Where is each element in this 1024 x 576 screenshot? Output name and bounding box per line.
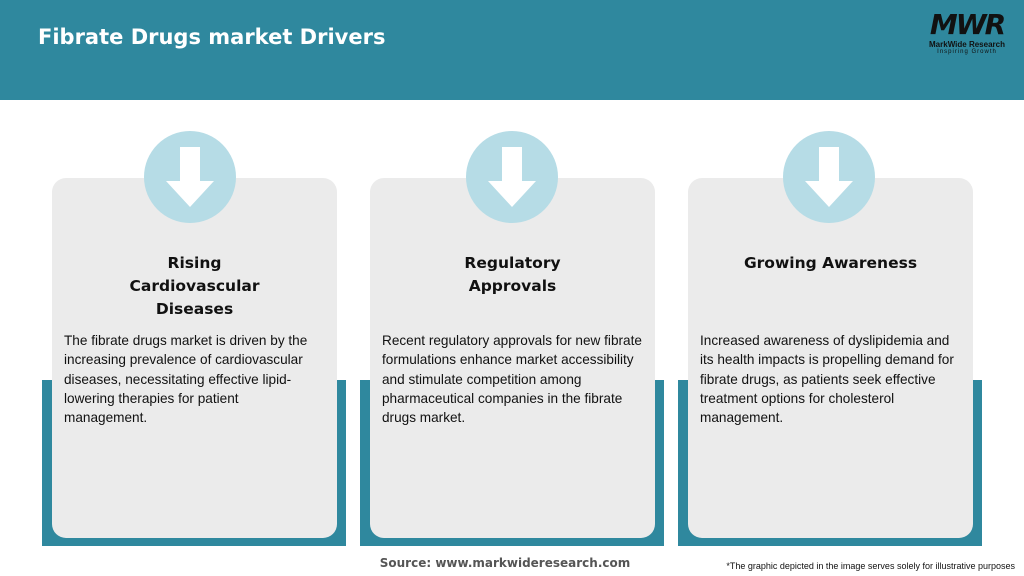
markwide-logo: MWR MarkWide Research Inspiring Growth: [922, 10, 1012, 56]
card-body: Recent regulatory approvals for new fibr…: [382, 333, 642, 426]
header-banner: Fibrate Drugs market Drivers MWR MarkWid…: [0, 0, 1024, 100]
arrow-down-icon: [144, 131, 236, 223]
disclaimer-text: *The graphic depicted in the image serve…: [726, 561, 1015, 571]
driver-card: [52, 178, 337, 538]
driver-card: [688, 178, 973, 538]
card-body: Increased awareness of dyslipidemia and …: [700, 333, 954, 426]
logo-tagline: Inspiring Growth: [937, 49, 997, 55]
card-title: Rising Cardiovascular Diseases: [129, 254, 260, 318]
source-text: Source: www.markwideresearch.com: [379, 556, 631, 570]
card-body: The fibrate drugs market is driven by th…: [64, 333, 308, 426]
card-title: Regulatory Approvals: [464, 254, 561, 295]
logo-mark: MWR: [929, 8, 1006, 41]
card-title: Growing Awareness: [743, 254, 918, 272]
arrow-down-icon: [466, 131, 558, 223]
page-title: Fibrate Drugs market Drivers: [38, 25, 386, 49]
logo-name: MarkWide Research: [929, 40, 1005, 49]
driver-card: [370, 178, 655, 538]
arrow-down-icon: [783, 131, 875, 223]
